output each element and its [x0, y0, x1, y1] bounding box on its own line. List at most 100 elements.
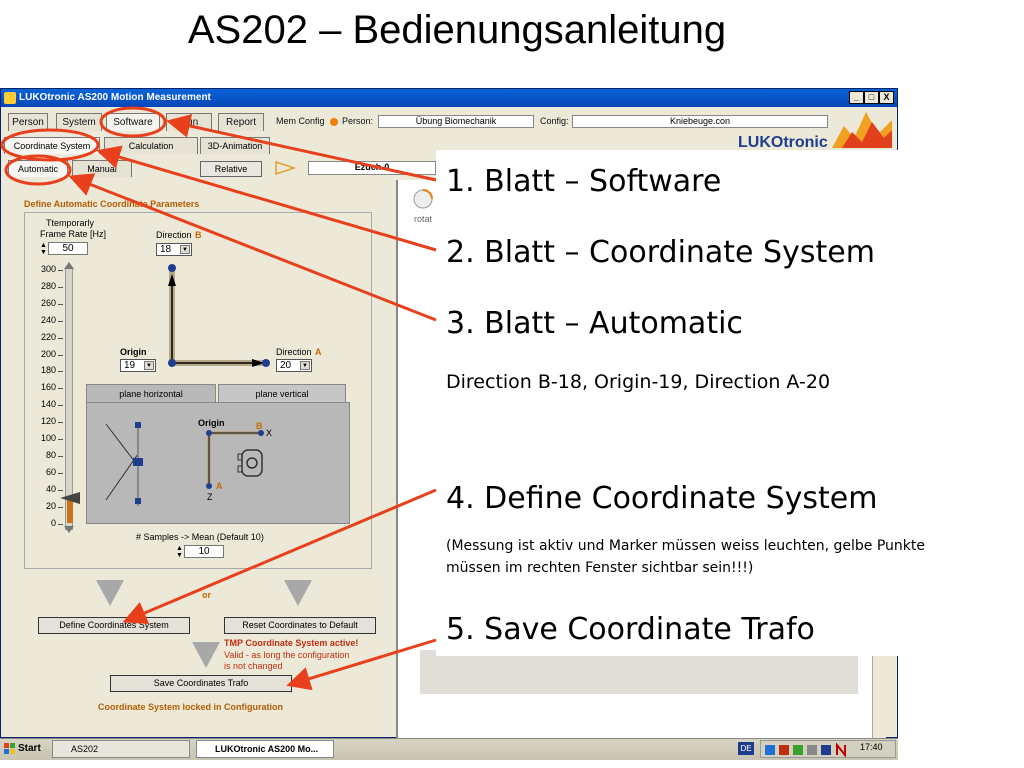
samples-input[interactable]: 10: [184, 545, 224, 558]
tab-software[interactable]: Software: [106, 113, 160, 131]
arrow-down-icon: [192, 642, 220, 668]
slider-tick-label: 280: [40, 280, 56, 291]
slider-tick-label: 200: [40, 348, 56, 359]
slider-tick-mark: [58, 506, 63, 508]
maximize-button[interactable]: □: [864, 91, 879, 104]
annotation-step-4: 4. Define Coordinate System: [446, 481, 878, 516]
annotation-step-4-note-2: müssen im rechten Fenster sichtbar sein!…: [446, 560, 754, 576]
slider-tick-label: 180: [40, 365, 56, 376]
taskbar-item-lukotronic[interactable]: LUKOtronic AS200 Mo...: [196, 740, 334, 758]
slider-tick-mark: [58, 405, 63, 407]
chevron-down-icon[interactable]: ▼: [144, 361, 154, 370]
person-field[interactable]: Übung Biomechanik: [378, 115, 534, 128]
taskbar-item-as202[interactable]: AS202: [52, 740, 190, 758]
arrow-to-save-button: [286, 638, 437, 691]
arrow-to-coordinate-system: [96, 145, 437, 252]
annotation-step-3: 3. Blatt – Automatic: [446, 306, 743, 341]
window-title: LUKOtronic AS200 Motion Measurement: [19, 92, 211, 103]
direction-b-select[interactable]: 18 ▼: [156, 243, 192, 256]
chevron-down-icon[interactable]: ▼: [300, 361, 310, 370]
arrow-to-automatic: [68, 173, 437, 322]
minimize-button[interactable]: _: [849, 91, 864, 104]
slider-tick-label: 160: [40, 382, 56, 393]
tab-calculation[interactable]: Calculation: [104, 137, 198, 154]
close-button[interactable]: X: [879, 91, 894, 104]
language-badge[interactable]: DE: [738, 742, 754, 755]
slider-tick-label: 40: [45, 483, 56, 494]
slider-handle[interactable]: [60, 492, 80, 505]
valid-line-1: Valid - as long the configuration: [224, 650, 350, 660]
direction-a-letter: A: [315, 347, 322, 357]
tray-icons[interactable]: [765, 743, 855, 757]
annotation-step-5: 5. Save Coordinate Trafo: [446, 612, 815, 647]
tab-3d-animation[interactable]: 3D-Animation: [200, 137, 270, 154]
plane-axes-diagram: [206, 430, 264, 489]
relative-button[interactable]: Relative: [200, 161, 262, 177]
marker-side-view-icon: [105, 422, 143, 506]
reset-coordinates-button[interactable]: Reset Coordinates to Default: [224, 617, 376, 634]
tab-coordinate-system[interactable]: Coordinate System: [4, 137, 100, 154]
highlight-automatic-ellipse: [4, 154, 72, 186]
window-titlebar[interactable]: LUKOtronic AS200 Motion Measurement _ □ …: [1, 89, 897, 107]
slider-tick-label: 20: [45, 500, 56, 511]
frame-rate-input[interactable]: 50: [48, 242, 88, 255]
origin-select[interactable]: 19 ▼: [120, 359, 156, 372]
system-tray: [760, 740, 896, 758]
highlight-coordinate-ellipse: [0, 128, 100, 162]
config-field[interactable]: Kniebeuge.con: [572, 115, 828, 128]
arrow-down-icon: [284, 580, 312, 606]
arrow-to-software: [166, 114, 437, 182]
tab-report[interactable]: Report: [218, 113, 264, 131]
direction-a-label: Direction: [276, 347, 312, 357]
slider-tick-mark: [58, 337, 63, 339]
slider-tick-mark: [58, 354, 63, 356]
taskbar-item-label: AS202: [71, 744, 99, 754]
direction-a-value: 20: [280, 360, 292, 371]
plane-b-label: B: [256, 421, 263, 431]
temporarily-label: Ttemporarly: [46, 218, 95, 228]
start-button[interactable]: Start: [2, 740, 46, 758]
locked-text: Coordinate System locked in Configuratio…: [98, 702, 284, 712]
tab-plane-vertical[interactable]: plane vertical: [218, 384, 346, 403]
slider-up-arrow-icon[interactable]: [64, 262, 74, 270]
arrow-down-icon: [96, 580, 124, 606]
play-arrow-icon[interactable]: [274, 160, 296, 176]
tmp-active-text: TMP Coordinate System active!: [224, 638, 359, 648]
slider-tick-label: 260: [40, 297, 56, 308]
direction-a-select[interactable]: 20 ▼: [276, 359, 312, 372]
annotation-step-3-detail: Direction B-18, Origin-19, Direction A-2…: [446, 371, 831, 393]
clock: 17:40: [860, 742, 883, 752]
annotation-box: [436, 150, 1024, 656]
frame-rate-spinner-icon[interactable]: ▲▼: [40, 242, 47, 256]
rotate-icon: [413, 189, 433, 209]
chevron-down-icon[interactable]: ▼: [180, 245, 190, 254]
slider-tick-mark: [58, 320, 63, 322]
valid-line-2: is not changed: [224, 661, 283, 671]
taskbar-item-label: LUKOtronic AS200 Mo...: [215, 744, 319, 754]
start-label: Start: [18, 743, 41, 754]
slider-tick-label: 80: [45, 449, 56, 460]
section-title: Define Automatic Coordinate Parameters: [24, 199, 200, 209]
or-label: or: [202, 590, 211, 600]
slider-tick-mark: [58, 270, 63, 271]
rotate-label: rotat: [413, 214, 432, 224]
slider-fill: [67, 498, 73, 524]
slider-tick-label: 0: [50, 517, 56, 528]
slider-down-arrow-icon[interactable]: [64, 526, 74, 534]
define-coordinates-button[interactable]: Define Coordinates System: [38, 617, 190, 634]
brand-logo-icon: [832, 112, 892, 148]
tab-person[interactable]: Person: [8, 113, 48, 131]
direction-b-label: Direction: [156, 230, 192, 240]
annotation-step-2: 2. Blatt – Coordinate System: [446, 235, 875, 270]
plane-x-label: X: [266, 428, 273, 438]
slider-tick-label: 120: [40, 416, 56, 427]
tab-plane-horizontal[interactable]: plane horizontal: [86, 384, 216, 403]
plane-a-label: A: [216, 481, 223, 491]
slider-tick-label: 220: [40, 331, 56, 342]
slider-tick-mark: [58, 303, 63, 305]
rotate-button[interactable]: rotat: [408, 186, 438, 236]
windows-logo-icon: [4, 743, 15, 754]
slider-tick-mark: [58, 422, 63, 424]
samples-spinner-icon[interactable]: ▲▼: [176, 545, 183, 559]
